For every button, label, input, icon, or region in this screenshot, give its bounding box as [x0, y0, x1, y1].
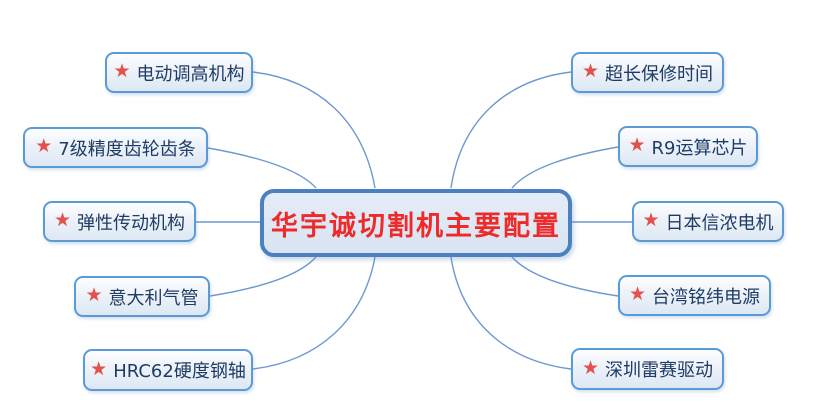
branch-node-electric-height-adjust[interactable]: ★ 电动调高机构 [105, 52, 253, 93]
branch-label: 日本信浓电机 [665, 212, 774, 234]
branch-label: 7级精度齿轮齿条 [58, 138, 196, 160]
star-icon: ★ [628, 134, 646, 156]
branch-label: 意大利气管 [108, 287, 199, 309]
star-icon: ★ [628, 283, 647, 305]
branch-node-italian-air-pipe[interactable]: ★ 意大利气管 [74, 276, 210, 317]
branch-label: 深圳雷赛驱动 [605, 360, 714, 381]
branch-node-gear-rack[interactable]: ★ 7级精度齿轮齿条 [23, 127, 208, 168]
connector-line [511, 146, 619, 189]
branch-node-elastic-transmission[interactable]: ★ 弹性传动机构 [43, 201, 196, 242]
star-icon: ★ [90, 357, 108, 380]
branch-label: HRC62硬度钢轴 [113, 361, 246, 382]
connector-line [252, 256, 376, 370]
star-icon: ★ [53, 209, 72, 231]
star-icon: ★ [581, 60, 600, 82]
branch-label: 电动调高机构 [136, 63, 245, 85]
star-icon: ★ [85, 284, 103, 306]
branch-label: 超长保修时间 [605, 63, 714, 85]
connector-line [252, 71, 376, 189]
connector-line [209, 256, 317, 297]
branch-node-long-warranty[interactable]: ★ 超长保修时间 [571, 52, 724, 93]
star-icon: ★ [642, 209, 660, 231]
branch-label: R9运算芯片 [651, 137, 748, 159]
center-topic-label: 华宇诚切割机主要配置 [271, 210, 561, 242]
star-icon: ★ [35, 135, 53, 157]
branch-label: 台湾铭纬电源 [652, 286, 761, 308]
connector-line [511, 256, 619, 297]
star-icon: ★ [113, 60, 131, 82]
center-topic-node[interactable]: 华宇诚切割机主要配置 [260, 189, 572, 257]
connector-line [207, 147, 317, 189]
branch-node-leadshine-drive[interactable]: ★ 深圳雷赛驱动 [571, 348, 724, 390]
branch-node-meanwell-power[interactable]: ★ 台湾铭纬电源 [618, 275, 771, 316]
branch-label: 弹性传动机构 [77, 212, 186, 234]
connector-line [450, 256, 572, 370]
connector-line [450, 71, 572, 189]
branch-node-r9-chip[interactable]: ★ R9运算芯片 [618, 126, 758, 167]
branch-node-shinano-motor[interactable]: ★ 日本信浓电机 [632, 201, 784, 242]
star-icon: ★ [581, 356, 600, 379]
branch-node-hrc62-steel-shaft[interactable]: ★ HRC62硬度钢轴 [83, 349, 253, 391]
